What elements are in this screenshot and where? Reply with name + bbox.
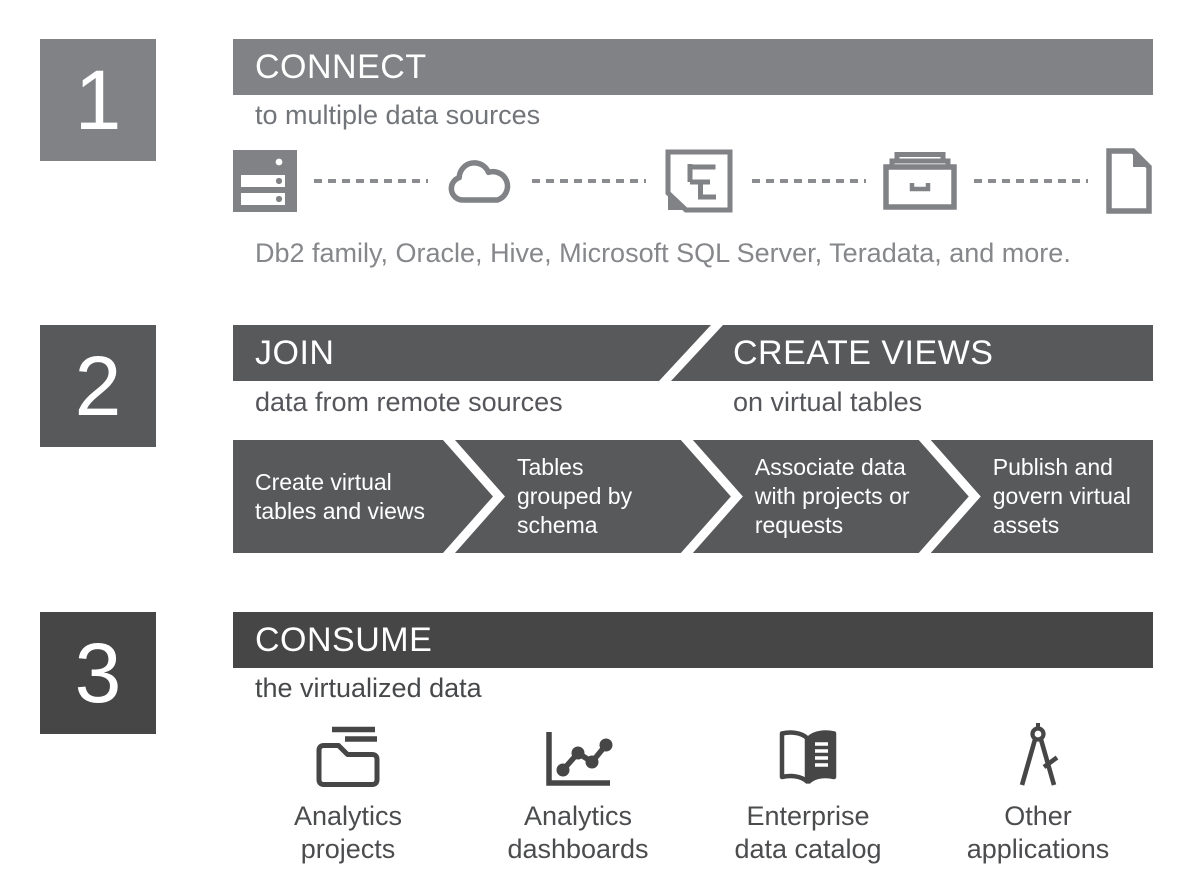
step-1-sources-note: Db2 family, Oracle, Hive, Microsoft SQL … [255, 238, 1071, 268]
icon-holder [1011, 714, 1065, 788]
join-subtitle: data from remote sources [255, 387, 563, 417]
step-3-subtitle: the virtualized data [255, 673, 482, 703]
chevron-step-label: Associate data with projects or requests [754, 454, 910, 538]
step-2-number-box: 2 [40, 325, 156, 447]
dashed-connector [974, 179, 1088, 183]
consumer-analytics-dashboards: Analytics dashboards [463, 714, 693, 866]
icon-holder [542, 714, 614, 788]
server-icon [233, 150, 297, 212]
create-views-header-segment: CREATE VIEWS [671, 325, 1153, 381]
create-views-subtitle: on virtual tables [733, 387, 923, 417]
step-1-number-box: 1 [40, 39, 156, 161]
analytics-dashboards-chart-icon [546, 732, 613, 786]
step-1-title: CONNECT [255, 48, 427, 86]
document-icon [1106, 148, 1152, 214]
card-drawer-icon [883, 152, 957, 210]
chevron-step-associate-data: Associate data with projects or requests [693, 440, 969, 553]
dashed-connector [314, 179, 428, 183]
step-3-header-bar: CONSUME [233, 612, 1153, 668]
chevron-step-publish-govern: Publish and govern virtual assets [930, 440, 1153, 553]
consumer-label: Analytics projects [293, 801, 403, 864]
consumer-enterprise-data-catalog: Enterprise data catalog [693, 714, 923, 866]
step-2-header-bar: JOIN CREATE VIEWS [233, 325, 1153, 381]
consumer-other-applications: Other applications [923, 714, 1153, 866]
schema-document-icon [665, 149, 733, 213]
cloud-icon [448, 160, 511, 203]
step-1-subtitle: to multiple data sources [255, 100, 541, 130]
enterprise-data-catalog-book-icon [779, 730, 837, 784]
icon-holder [777, 714, 839, 788]
icon-holder [313, 714, 383, 788]
chevron-step-create-virtual-tables: Create virtual tables and views [233, 440, 493, 553]
step-3-number-box: 3 [40, 612, 156, 734]
consumer-label: Enterprise data catalog [734, 801, 882, 864]
step-2-number: 2 [74, 339, 122, 433]
step-1-header-bar: CONNECT [233, 39, 1153, 95]
consumer-row: Analytics projects Analytics dashboards [233, 714, 1153, 866]
consumer-label: Other applications [966, 801, 1110, 864]
step-3-title: CONSUME [255, 621, 433, 659]
process-chevron-band: Create virtual tables and views Tables g… [233, 440, 1153, 553]
other-applications-compass-icon [1019, 723, 1059, 786]
chevron-step-label: Tables grouped by schema [516, 454, 633, 538]
chevron-step-label: Publish and govern virtual assets [992, 454, 1131, 538]
dashed-connector [752, 179, 866, 183]
create-views-title: CREATE VIEWS [733, 334, 994, 372]
step-3-number: 3 [74, 626, 122, 720]
consumer-label: Analytics dashboards [507, 801, 649, 864]
consumer-analytics-projects: Analytics projects [233, 714, 463, 866]
step-1-number: 1 [74, 53, 122, 147]
data-source-icon-row [233, 143, 1153, 219]
dashed-connector [532, 179, 646, 183]
analytics-projects-folder-icon [316, 726, 380, 787]
chevron-step-label: Create virtual tables and views [255, 468, 426, 524]
chevron-step-tables-grouped: Tables grouped by schema [455, 440, 731, 553]
join-header-segment: JOIN [233, 325, 711, 381]
join-title: JOIN [255, 334, 335, 372]
